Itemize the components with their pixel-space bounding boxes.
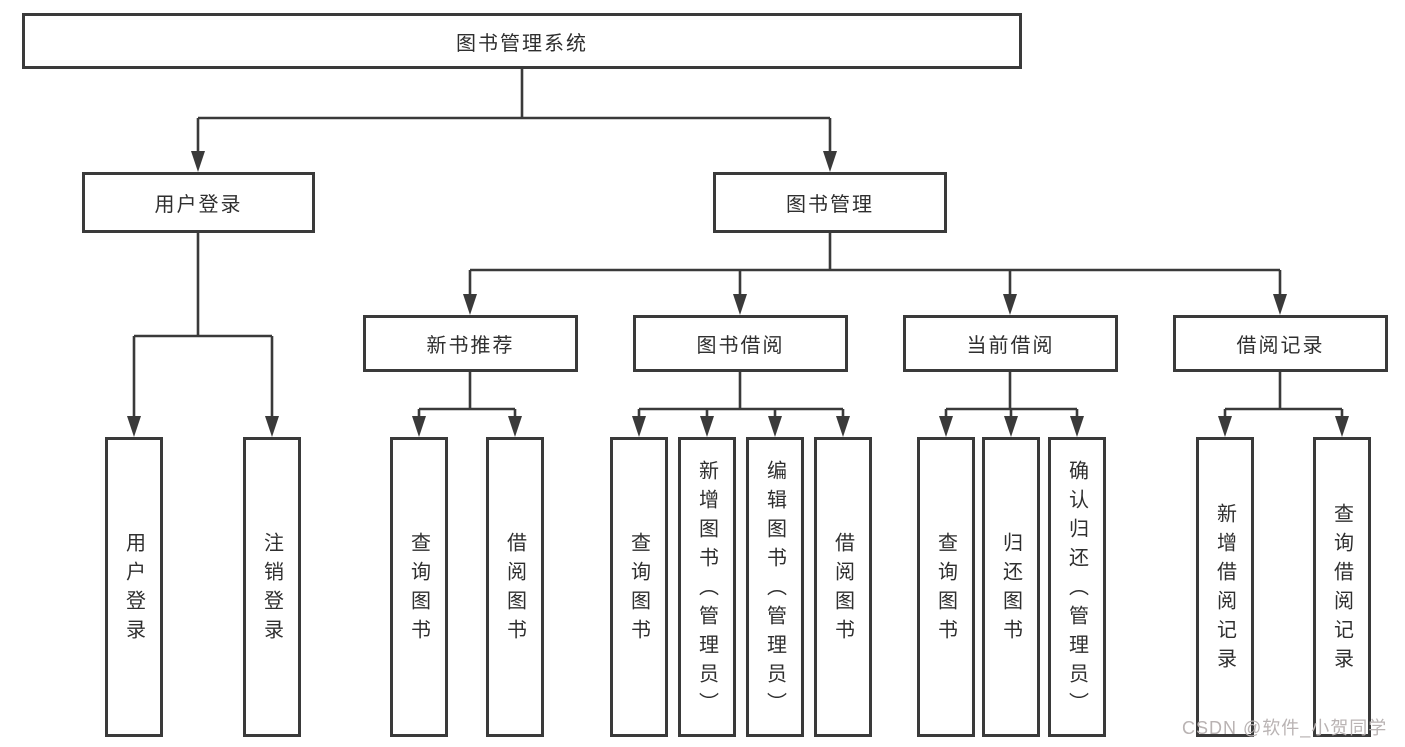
node-book-borrow: 图书借阅 <box>633 315 848 372</box>
leaf-record-add-borrow-record: 新增借阅记录 <box>1196 437 1254 737</box>
leaf-borrow-edit-books-admin: 编辑图书（管理员） <box>746 437 804 737</box>
node-current-borrow: 当前借阅 <box>903 315 1118 372</box>
leaf-user-login: 用户登录 <box>105 437 163 737</box>
leaf-recommend-borrow-books: 借阅图书 <box>486 437 544 737</box>
leaf-recommend-query-books: 查询图书 <box>390 437 448 737</box>
leaf-record-query-borrow-record: 查询借阅记录 <box>1313 437 1371 737</box>
node-new-book-recommend: 新书推荐 <box>363 315 578 372</box>
leaf-borrow-add-books-admin: 新增图书（管理员） <box>678 437 736 737</box>
node-borrow-record: 借阅记录 <box>1173 315 1388 372</box>
node-book-management: 图书管理 <box>713 172 947 233</box>
leaf-current-confirm-return-admin: 确认归还（管理员） <box>1048 437 1106 737</box>
leaf-borrow-query-books: 查询图书 <box>610 437 668 737</box>
leaf-borrow-borrow-books: 借阅图书 <box>814 437 872 737</box>
leaf-logout: 注销登录 <box>243 437 301 737</box>
watermark: CSDN @软件_小贺同学 <box>1182 718 1388 738</box>
node-library-management-system: 图书管理系统 <box>22 13 1022 69</box>
leaf-current-return-books: 归还图书 <box>982 437 1040 737</box>
leaf-current-query-books: 查询图书 <box>917 437 975 737</box>
node-user-login: 用户登录 <box>82 172 315 233</box>
